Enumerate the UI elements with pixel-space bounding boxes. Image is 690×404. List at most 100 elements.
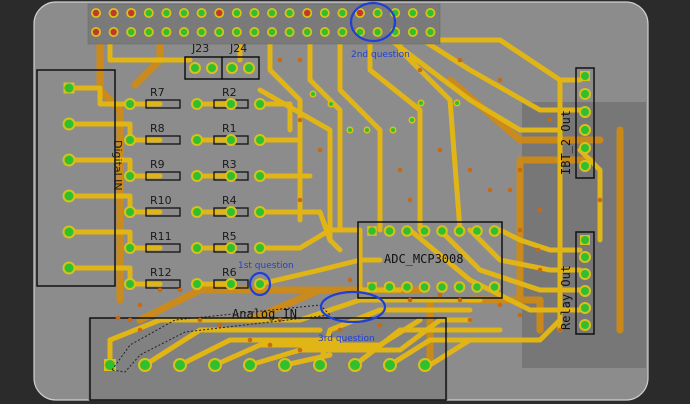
trace-dot [547,117,553,123]
annotation-circle-1st [248,271,272,297]
trace-dot [397,167,403,173]
trace-dot [437,292,443,298]
analog-in-outline [89,317,447,401]
trace-dot [157,287,163,293]
adc-pad [490,227,499,235]
trace-dot [177,287,183,293]
via [455,101,459,105]
trace-dot [297,57,303,63]
resistor-body [145,207,181,217]
trace-dot [267,342,273,348]
trace-dot [297,117,303,123]
resistor-pad [227,280,235,288]
adc-pad [455,227,464,235]
via [311,92,315,96]
resistor-label: R3 [222,158,237,171]
resistor-pad [227,136,235,144]
jumper-pad [208,64,216,72]
relay-pad [581,270,589,278]
analog-in-pad [210,360,220,370]
trace-dot [457,57,463,63]
analog-in-pad [315,360,325,370]
resistor-pad [126,244,134,252]
resistor-label: R12 [150,266,172,279]
resistor-pad [256,280,264,288]
adc-pad [385,227,394,235]
resistor-pad [227,172,235,180]
adc-pad [368,227,376,235]
adc-pad [403,283,411,291]
j23-label: J23 [191,42,209,55]
resistor-pad [126,136,134,144]
analog-in-pad [280,360,290,370]
resistor-label: R11 [150,230,172,243]
gpio-bottom-pad [374,28,381,36]
resistor-pad [126,280,134,288]
gpio-top-pad [286,9,293,17]
ibt2-pad [581,144,589,152]
analog-in-pad [420,360,430,370]
trace-dot [277,317,283,323]
relay-pad [581,287,589,295]
analog-in-pad [350,360,360,370]
ibt2-pad [581,126,589,134]
relay-pad [581,253,589,261]
analog-in-pad [105,360,115,370]
digital-in-pad [64,83,74,93]
digital-in-label: Digital IN [111,140,124,191]
gpio-top-pad [374,9,381,17]
gpio-bottom-pad [321,28,328,36]
ibt2-pad [581,72,589,80]
trace-dot [487,187,493,193]
gpio-bottom-pad [180,28,188,36]
resistor-pad [126,208,134,216]
annotation-label-1st: 1st question [238,261,294,271]
dotted-trace-outline [111,304,332,373]
resistor-pad [227,208,235,216]
trace-dot [317,147,323,153]
resistor-pad [256,100,264,108]
gpio-top-pad [268,9,276,17]
digital-in-pad [64,227,74,237]
jumper-block: J23 J24 [184,42,260,80]
trace-dot [457,297,463,303]
gpio-top-pad [128,9,135,17]
analog-in-label: Analog IN [232,307,297,321]
gpio-bottom-pad [286,28,293,36]
trace-dot [407,197,413,203]
trace-dot [437,147,443,153]
trace-dot [497,302,503,308]
gpio-bottom-pad [216,28,223,36]
analog-in-pad [175,360,185,370]
adc-pad [438,283,446,291]
analog-in-pad [140,360,150,370]
adc-outline [357,221,503,299]
trace-dot [297,197,303,203]
trace-dot [597,197,603,203]
gpio-top-pad [356,9,364,17]
via [419,101,423,105]
via [329,102,333,106]
digital-in-connector: Digital IN [36,69,124,287]
via [365,128,369,132]
adc-pad [420,227,429,235]
gpio-top-pad [321,9,328,17]
digital-in-pad [64,263,74,273]
trace-dot [197,317,203,323]
trace-dot [277,57,283,63]
trace-dot [497,77,503,83]
annotation-circle-2nd [349,1,397,43]
gpio-pads [91,8,436,37]
trace-dot [297,347,303,353]
trace-dot [347,277,353,283]
adc-pad [473,227,481,235]
resistor-label: R7 [150,86,165,99]
relay-outline [575,231,595,335]
digital-in-pad [64,119,74,129]
gpio-bottom-pad [339,28,346,36]
gpio-bottom-pad [163,28,170,36]
resistor-pad [227,100,235,108]
gpio-bottom-pad [233,28,240,36]
adc-pad [473,283,481,291]
trace-dot [517,167,523,173]
